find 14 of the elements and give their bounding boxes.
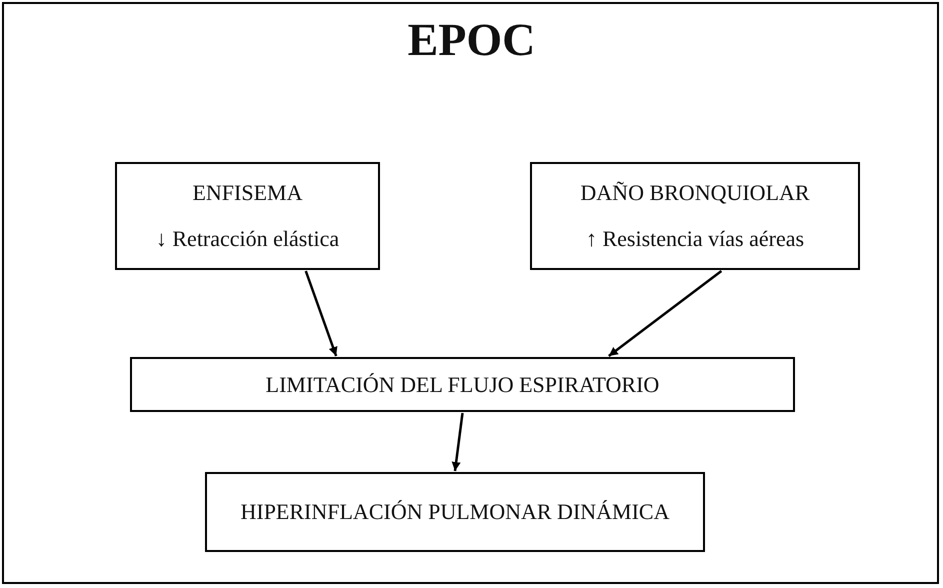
box-heading: DAÑO BRONQUIOLAR [580,179,810,207]
process-box [115,162,380,270]
process-box [205,472,705,552]
box-heading: LIMITACIÓN DEL FLUJO ESPIRATORIO [266,370,660,398]
box-heading: HIPERINFLACIÓN PULMONAR DINÁMICA [240,498,670,526]
diagram-title: EPOC [406,13,536,67]
arrow [452,412,464,472]
box-text: ↓ Retracción elástica [156,225,340,253]
process-box [530,162,860,270]
arrow [608,270,722,357]
box-heading: ENFISEMA [192,179,302,207]
process-box [130,357,795,412]
arrow [304,270,338,356]
box-text: ↑ Resistencia vías aéreas [586,225,804,253]
